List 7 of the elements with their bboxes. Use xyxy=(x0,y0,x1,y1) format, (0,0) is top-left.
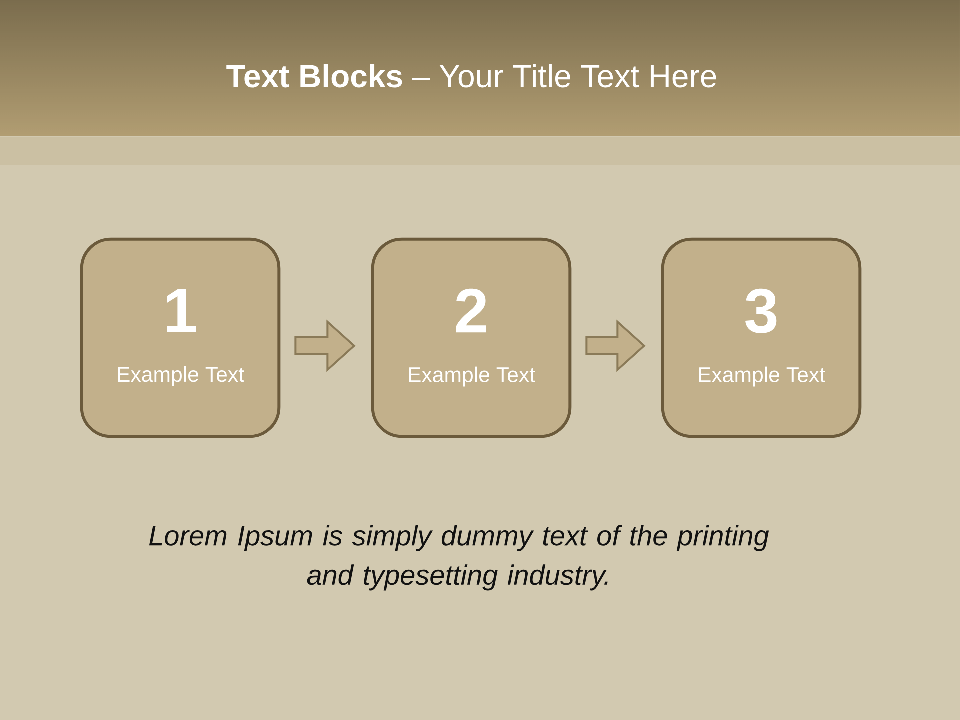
block-arrow xyxy=(586,320,646,372)
step-box: 1 Example Text xyxy=(80,238,281,438)
step-box: 3 Example Text xyxy=(661,238,862,438)
step-box: 2 Example Text xyxy=(371,238,572,438)
body-text: Lorem Ipsum is simply dummy text of the printing and typesetting industry. xyxy=(149,525,770,591)
block-arrow xyxy=(294,320,356,372)
title: Text Blocks – Your Title Text Here xyxy=(226,64,716,88)
